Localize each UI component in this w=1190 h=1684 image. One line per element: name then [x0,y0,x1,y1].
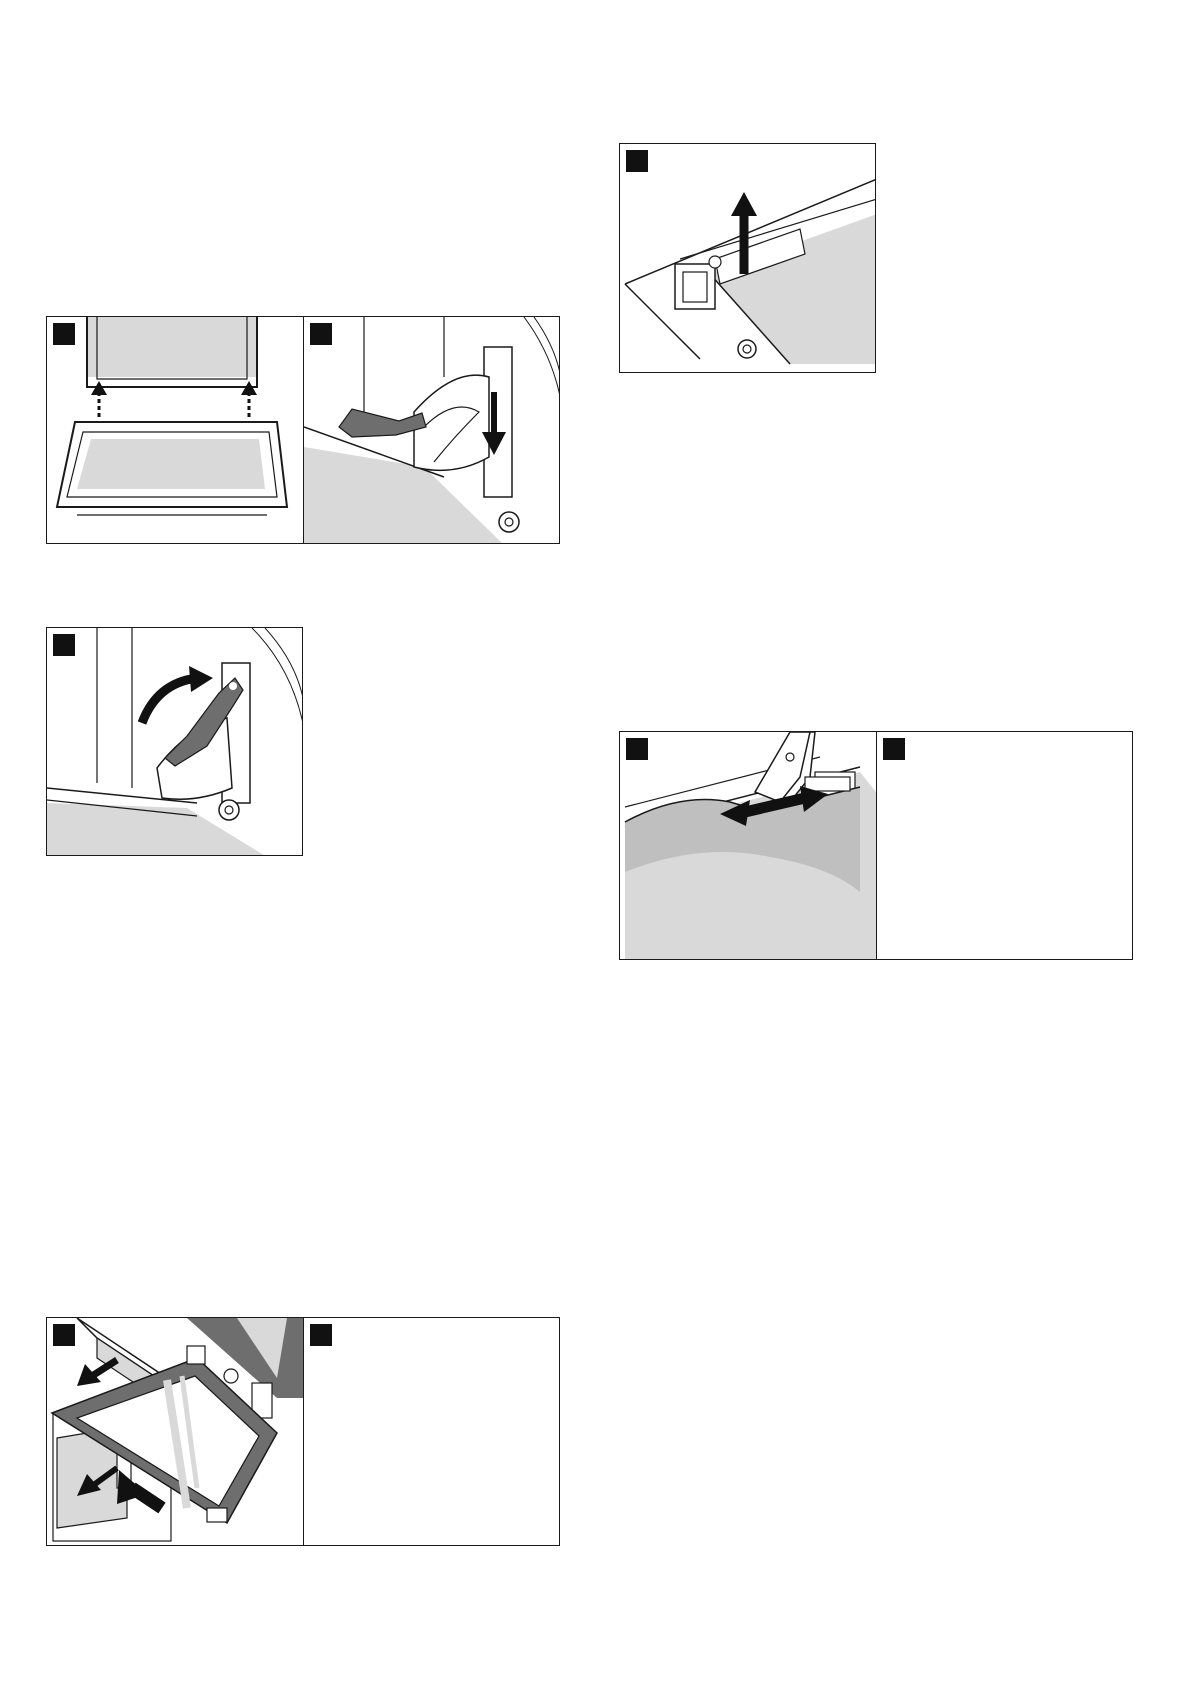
figure-d-panel-2-step-marker [883,738,905,760]
figure-a [46,316,560,544]
figure-a-panel-2-illustration [304,317,560,544]
figure-d [619,731,1133,960]
figure-b-illustration [47,628,303,856]
figure-a-panel-1-illustration [47,317,303,544]
figure-c [619,143,876,373]
figure-b-step-marker [53,634,75,656]
figure-d-panel-2-illustration [620,732,878,960]
figure-e [46,1317,560,1546]
figure-c-illustration [620,144,876,373]
figure-e-panel-2-illustration [47,1318,305,1546]
figure-a-panel-1-step-marker [53,323,75,345]
figure-e-panel-2-step-marker [310,1324,332,1346]
figure-c-step-marker [626,150,648,172]
figure-b [46,627,303,856]
figure-a-panel-2-step-marker [310,323,332,345]
